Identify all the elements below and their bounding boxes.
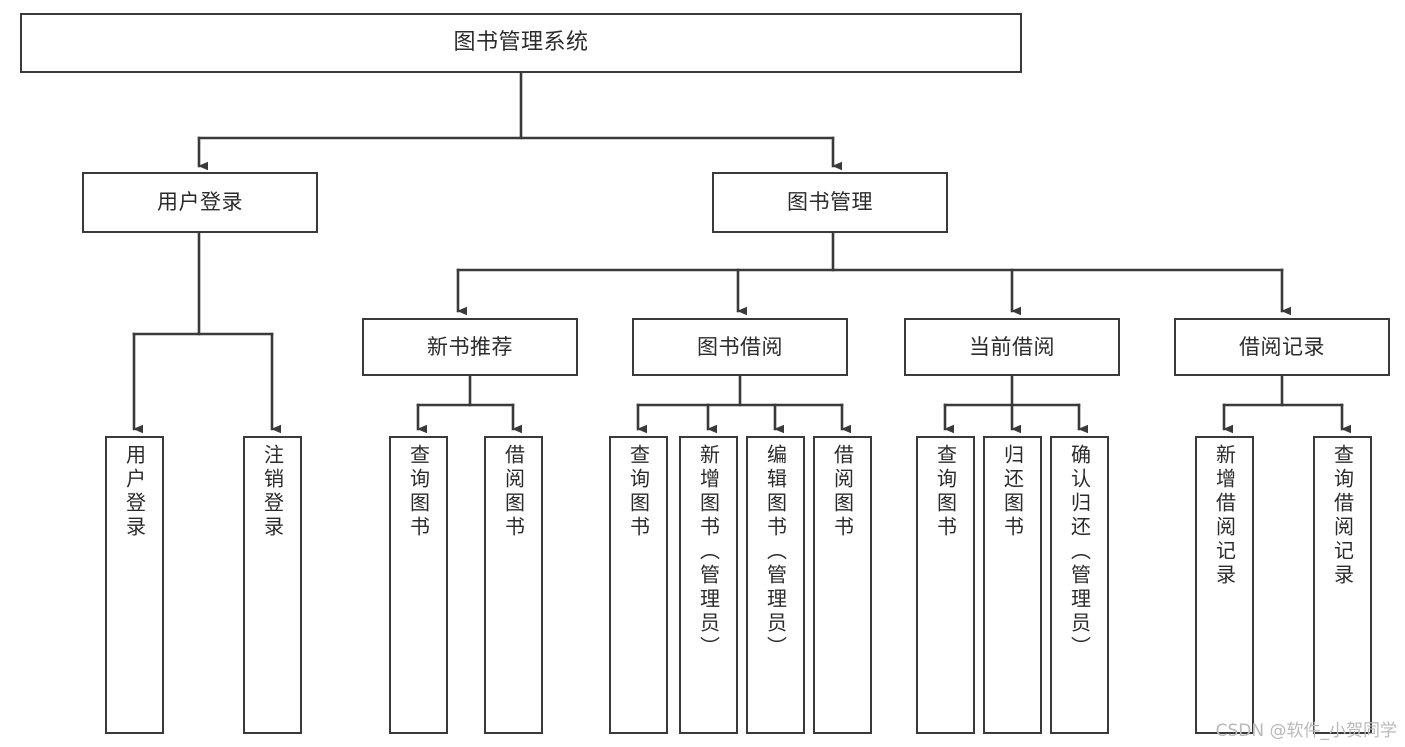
leaf-borrow-book-borrowing[interactable]: 借阅图书	[813, 436, 872, 734]
leaf-borrow-book-new-book[interactable]: 借阅图书	[484, 436, 543, 734]
node-book-management-system[interactable]: 图书管理系统	[20, 13, 1022, 73]
node-label: 图书管理系统	[453, 30, 589, 56]
leaf-confirm-return-admin[interactable]: 确认归还（管理员）	[1050, 436, 1109, 734]
node-label: 编辑图书（管理员）	[763, 444, 788, 660]
leaf-query-book-borrowing[interactable]: 查询图书	[609, 436, 668, 734]
leaf-edit-book-admin[interactable]: 编辑图书（管理员）	[746, 436, 805, 734]
node-label: 用户登录	[122, 444, 147, 540]
node-label: 图书借阅	[697, 334, 783, 359]
leaf-query-book-current[interactable]: 查询图书	[916, 436, 975, 734]
leaf-add-borrow-record[interactable]: 新增借阅记录	[1195, 436, 1254, 734]
node-label: 借阅图书	[830, 444, 855, 540]
leaf-query-book-new-book[interactable]: 查询图书	[389, 436, 448, 734]
node-label: 当前借阅	[969, 334, 1055, 359]
node-label: 查询借阅记录	[1330, 444, 1355, 588]
node-label: 确认归还（管理员）	[1067, 444, 1092, 660]
node-label: 查询图书	[626, 444, 651, 540]
node-book-management[interactable]: 图书管理	[712, 172, 948, 233]
leaf-return-book[interactable]: 归还图书	[983, 436, 1042, 734]
node-label: 图书管理	[787, 190, 873, 215]
node-label: 查询图书	[933, 444, 958, 540]
node-label: 新增图书（管理员）	[696, 444, 721, 660]
leaf-user-logout[interactable]: 注销登录	[243, 436, 302, 734]
leaf-user-login[interactable]: 用户登录	[105, 436, 164, 734]
node-label: 查询图书	[406, 444, 431, 540]
node-book-borrowing[interactable]: 图书借阅	[632, 318, 848, 376]
node-borrowing-record[interactable]: 借阅记录	[1174, 318, 1390, 376]
node-label: 用户登录	[157, 190, 243, 215]
node-new-book-recommendation[interactable]: 新书推荐	[362, 318, 578, 376]
leaf-add-book-admin[interactable]: 新增图书（管理员）	[679, 436, 738, 734]
node-label: 借阅记录	[1239, 334, 1325, 359]
node-label: 新书推荐	[427, 334, 513, 359]
node-label: 借阅图书	[501, 444, 526, 540]
leaf-query-borrow-record[interactable]: 查询借阅记录	[1313, 436, 1372, 734]
node-label: 归还图书	[1000, 444, 1025, 540]
node-user-login[interactable]: 用户登录	[82, 172, 318, 233]
node-current-borrowing[interactable]: 当前借阅	[904, 318, 1120, 376]
node-label: 新增借阅记录	[1212, 444, 1237, 588]
watermark: CSDN @软件_小贺同学	[1215, 721, 1397, 741]
node-label: 注销登录	[260, 444, 285, 540]
